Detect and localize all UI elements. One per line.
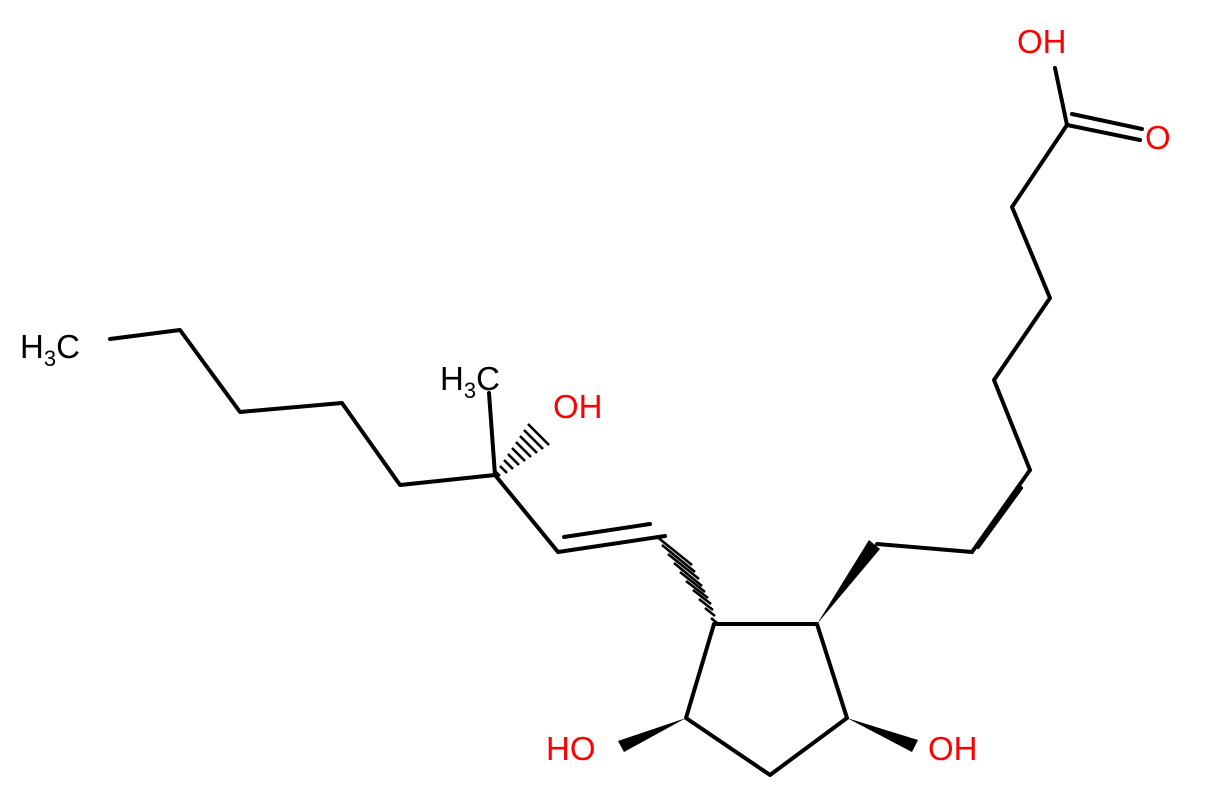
bond-c14-c15 bbox=[493, 473, 560, 554]
bond-c-oh bbox=[1053, 66, 1069, 127]
carboxyl-group bbox=[1053, 66, 1144, 142]
wedge-c9-oh bbox=[618, 718, 686, 752]
bond-c15-methyl bbox=[487, 391, 497, 477]
trans-double-bond bbox=[556, 522, 667, 554]
c15-oh-label: OH bbox=[553, 388, 603, 425]
omega-chain bbox=[108, 328, 497, 487]
ring-right-oh-label: OH bbox=[928, 730, 978, 767]
bond-c-o-double-1 bbox=[1065, 123, 1142, 142]
c15-methyl-label: H3C bbox=[440, 360, 500, 403]
wedge-c8 bbox=[817, 540, 880, 624]
bond-c-o-double-2 bbox=[1070, 112, 1144, 131]
wedge-c11-oh bbox=[847, 718, 918, 752]
cis-double-bond bbox=[970, 468, 1032, 554]
hashed-bond-c15 bbox=[495, 423, 550, 477]
hashed-bond-c12 bbox=[655, 534, 718, 624]
carbonyl-o-label: O bbox=[1145, 119, 1171, 156]
acid-oh-label: OH bbox=[1017, 23, 1067, 60]
bond-c7-c6 bbox=[875, 542, 974, 554]
alpha-chain bbox=[992, 123, 1069, 472]
ring-left-oh-label: HO bbox=[546, 730, 596, 767]
terminal-methyl-label: H3C bbox=[20, 328, 80, 371]
cyclopentane-ring bbox=[684, 622, 849, 777]
